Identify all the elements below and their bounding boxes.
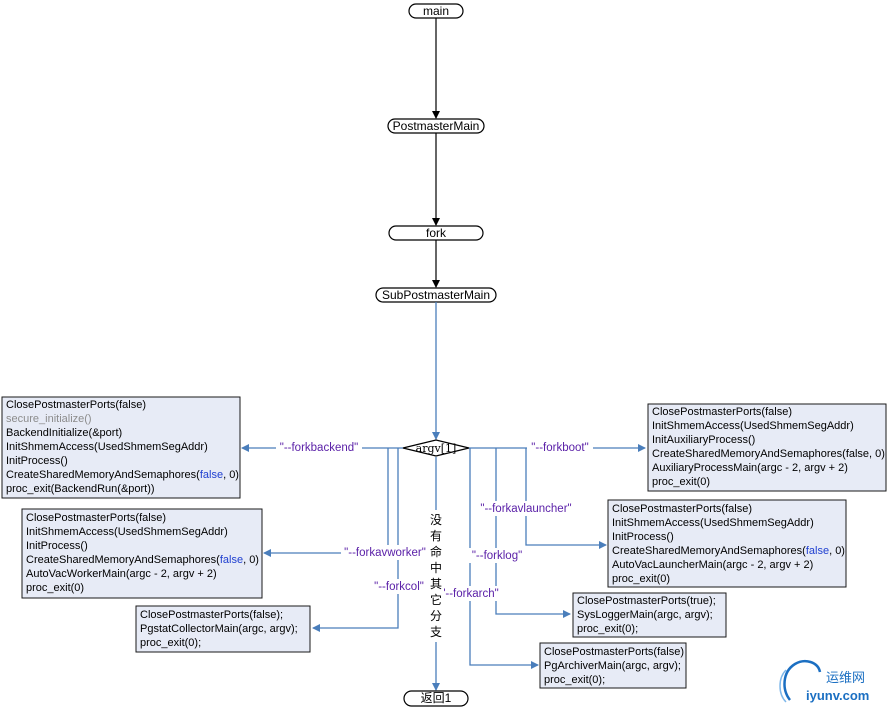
- watermark-brand: 运维网: [826, 671, 865, 686]
- node-fork-label: fork: [426, 226, 447, 240]
- box-line: BackendInitialize(&port): [6, 427, 122, 439]
- box-line: AutoVacLauncherMain(argc - 2, argv + 2): [612, 559, 813, 571]
- svg-text:CreateSharedMemoryAndSemaphore: CreateSharedMemoryAndSemaphores(false, 0…: [612, 545, 845, 557]
- svg-text:CreateSharedMemoryAndSemaphore: CreateSharedMemoryAndSemaphores(false, 0…: [6, 469, 239, 481]
- vchar-2: 命: [430, 544, 442, 559]
- box-line: ClosePostmasterPorts(false): [6, 399, 146, 411]
- edge-forkavworker: [263, 448, 389, 557]
- vchar-3: 中: [430, 560, 442, 575]
- box-line: CreateSharedMemoryAndSemaphores(false, 0…: [652, 448, 885, 460]
- node-fork: fork: [388, 225, 484, 241]
- node-subpostmastermain: SubPostmasterMain: [375, 287, 497, 303]
- box-line: , 0): [243, 554, 259, 566]
- label-no-other-branch: 没 有 命 中 其 它 分 支: [428, 510, 444, 642]
- keyword-false: false: [200, 469, 223, 481]
- edge-labels: "--forkbackend" "--forkboot" "--forkavla…: [276, 440, 593, 601]
- box-line: InitShmemAccess(UsedShmemSegAddr): [6, 441, 208, 453]
- node-main: main: [408, 3, 464, 19]
- node-return: 返回1: [403, 690, 469, 707]
- box-line: InitShmemAccess(UsedShmemSegAddr): [652, 420, 854, 432]
- svg-text:CreateSharedMemoryAndSemaphore: CreateSharedMemoryAndSemaphores(false, 0…: [26, 554, 259, 566]
- vchar-6: 分: [430, 609, 442, 623]
- vchar-7: 支: [430, 625, 442, 639]
- box-line: ClosePostmasterPorts(false): [26, 512, 166, 524]
- box-line: InitShmemAccess(UsedShmemSegAddr): [612, 517, 814, 529]
- box-line: proc_exit(0);: [544, 674, 605, 686]
- watermark-swoosh-icon: [779, 669, 787, 703]
- node-main-label: main: [423, 4, 449, 18]
- box-line: AuxiliaryProcessMain(argc - 2, argv + 2): [652, 462, 848, 474]
- label-forkboot: "--forkboot": [531, 442, 588, 454]
- box-line: proc_exit(BackendRun(&port)): [6, 483, 155, 495]
- edge-forkcol: [312, 448, 399, 632]
- keyword-false: false: [806, 545, 829, 557]
- box-forklog: ClosePostmasterPorts(true); SysLoggerMai…: [572, 592, 727, 638]
- box-line: ClosePostmasterPorts(false): [544, 646, 684, 658]
- box-line: PgstatCollectorMain(argc, argv);: [140, 623, 298, 635]
- box-line-comment: secure_initialize(): [6, 413, 92, 425]
- watermark: 运维网 iyunv.com: [779, 660, 869, 703]
- box-line: proc_exit(0);: [140, 637, 201, 649]
- box-line: AutoVacWorkerMain(argc - 2, argv + 2): [26, 568, 217, 580]
- box-line: proc_exit(0): [612, 573, 670, 585]
- keyword-false: false: [220, 554, 243, 566]
- box-line: CreateSharedMemoryAndSemaphores(: [26, 554, 220, 566]
- box-line: CreateSharedMemoryAndSemaphores(: [612, 545, 806, 557]
- svg-text:secure_initialize(): secure_initialize(): [6, 413, 92, 425]
- box-forkarch: ClosePostmasterPorts(false) PgArchiverMa…: [539, 642, 687, 689]
- box-forkboot: ClosePostmasterPorts(false) InitShmemAcc…: [647, 403, 887, 492]
- decision-argv: argv[1]: [402, 439, 470, 457]
- label-forkarch: "--forkarch": [441, 588, 498, 600]
- box-line: ClosePostmasterPorts(false): [652, 406, 792, 418]
- box-line: InitProcess(): [26, 540, 88, 552]
- vchar-4: 其: [430, 577, 442, 591]
- box-line: InitShmemAccess(UsedShmemSegAddr): [26, 526, 228, 538]
- label-forkbackend: "--forkbackend": [280, 442, 358, 454]
- node-subpostmastermain-label: SubPostmasterMain: [382, 288, 490, 302]
- vchar-1: 有: [430, 529, 442, 543]
- box-line: proc_exit(0): [26, 582, 84, 594]
- decision-argv-label: argv[1]: [416, 442, 457, 455]
- node-postmastermain-label: PostmasterMain: [393, 119, 480, 133]
- node-return-label: 返回1: [421, 691, 452, 705]
- box-forkcol: ClosePostmasterPorts(false); PgstatColle…: [135, 605, 311, 653]
- box-line: InitProcess(): [612, 531, 674, 543]
- box-line: CreateSharedMemoryAndSemaphores(: [6, 469, 200, 481]
- box-line: ClosePostmasterPorts(false): [612, 503, 752, 515]
- watermark-site: iyunv.com: [806, 688, 869, 703]
- box-line: ClosePostmasterPorts(false);: [140, 609, 283, 621]
- box-forkavworker: ClosePostmasterPorts(false) InitShmemAcc…: [21, 508, 263, 599]
- node-postmastermain: PostmasterMain: [387, 118, 485, 134]
- box-line: , 0): [223, 469, 239, 481]
- box-line: ClosePostmasterPorts(true);: [577, 595, 716, 607]
- box-line: PgArchiverMain(argc, argv);: [544, 660, 681, 672]
- label-forkavworker: "--forkavworker": [344, 547, 426, 559]
- watermark-swoosh-icon: [783, 660, 822, 701]
- box-forkavlauncher: ClosePostmasterPorts(false) InitShmemAcc…: [607, 499, 847, 588]
- box-line: SysLoggerMain(argc, argv);: [577, 609, 713, 621]
- vchar-5: 它: [430, 592, 442, 607]
- label-forklog: "--forklog": [472, 550, 522, 562]
- edge-forklog: [495, 448, 571, 618]
- box-line: InitProcess(): [6, 455, 68, 467]
- vchar-0: 没: [430, 512, 442, 527]
- box-line: proc_exit(0): [652, 476, 710, 488]
- box-forkbackend: ClosePostmasterPorts(false) secure_initi…: [1, 396, 241, 499]
- label-forkavlauncher: "--forkavlauncher": [480, 503, 571, 515]
- box-line: proc_exit(0);: [577, 623, 638, 635]
- label-forkcol: "--forkcol": [374, 581, 424, 593]
- box-line: InitAuxiliaryProcess(): [652, 434, 755, 446]
- box-line: , 0): [829, 545, 845, 557]
- edge-forkavlauncher: [525, 448, 607, 549]
- edge-forkarch: [469, 448, 539, 669]
